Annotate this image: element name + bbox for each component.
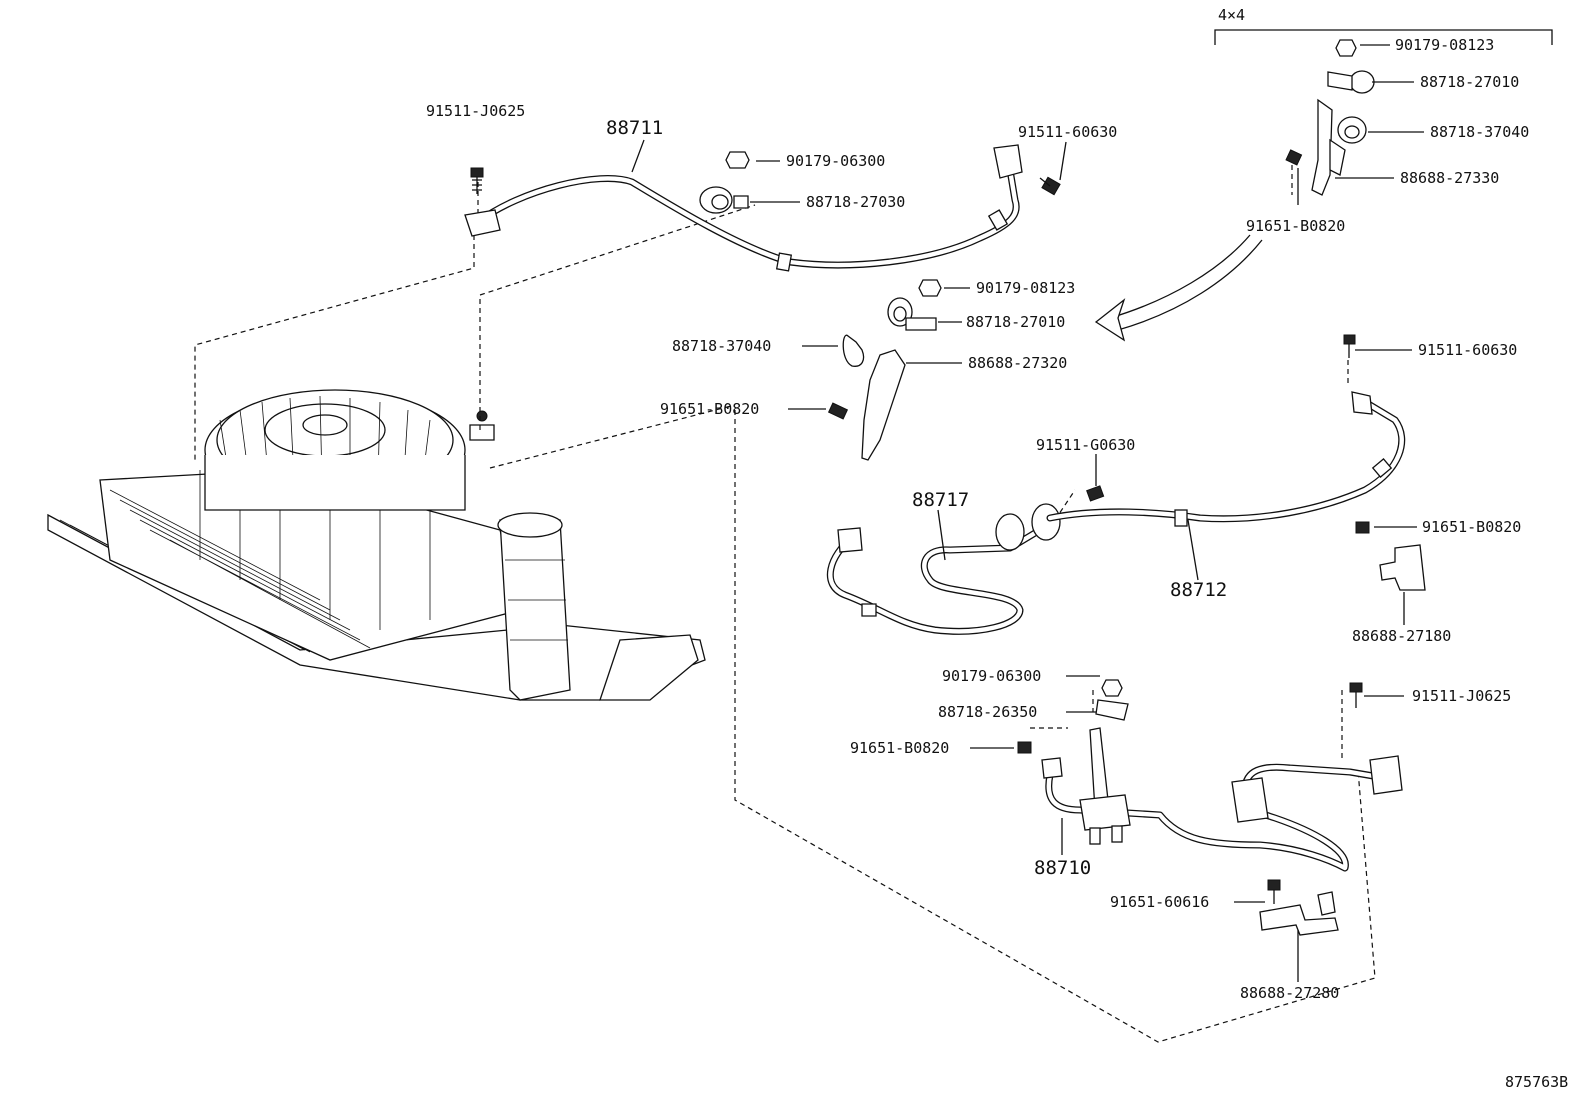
part-label-88717: 88717 bbox=[912, 489, 969, 511]
part-label-91511-G0630: 91511-G0630 bbox=[1036, 436, 1135, 454]
part-label-91651-B0820-upper: 91651-B0820 bbox=[660, 400, 759, 418]
part-label-91511-J0625-lower: 91511-J0625 bbox=[1412, 687, 1511, 705]
pipe-88717 bbox=[826, 503, 1061, 635]
bolt-91511-J0625-lower bbox=[1349, 682, 1363, 708]
part-label-91651-B0820-right: 91651-B0820 bbox=[1422, 518, 1521, 536]
pipe-88710 bbox=[1041, 727, 1403, 872]
part-label-91511-60630-mid: 91511-60630 bbox=[1418, 341, 1517, 359]
part-number-labels: 91511-J0625 88711 90179-06300 88718-2703… bbox=[426, 36, 1529, 1002]
part-label-88718-37040: 88718-37040 bbox=[672, 337, 771, 355]
pipe-88711 bbox=[464, 144, 1023, 272]
part-label-88688-27320: 88688-27320 bbox=[968, 354, 1067, 372]
nut-90179-06300-lower bbox=[1101, 679, 1123, 697]
bracket-88688-27280 bbox=[1259, 879, 1339, 936]
part-label-88710: 88710 bbox=[1034, 857, 1091, 879]
ac-unit-assembly bbox=[47, 389, 706, 701]
part-label-91651-60616: 91651-60616 bbox=[1110, 893, 1209, 911]
part-label-90179-06300-top: 90179-06300 bbox=[786, 152, 885, 170]
four-by-four-group-bracket: 4×4 bbox=[1214, 6, 1553, 45]
bolt-91511-G0630 bbox=[1086, 485, 1105, 502]
bolt-91511-60630-mid bbox=[1343, 334, 1356, 358]
nut-90179-06300-top bbox=[725, 151, 750, 169]
bolt-91511-60630-top bbox=[1039, 176, 1061, 196]
clamp-88718-26350 bbox=[1095, 699, 1129, 721]
part-label-88688-27330: 88688-27330 bbox=[1400, 169, 1499, 187]
part-label-88718-27010: 88718-27010 bbox=[966, 313, 1065, 331]
figure-code: 875763B bbox=[1505, 1073, 1568, 1091]
part-label-88688-27180: 88688-27180 bbox=[1352, 627, 1451, 645]
cushion-88718-27030 bbox=[699, 186, 749, 214]
part-label-91651-B0820-4x4: 91651-B0820 bbox=[1246, 217, 1345, 235]
label-leader-lines bbox=[631, 44, 1424, 982]
part-label-91511-J0625-top: 91511-J0625 bbox=[426, 102, 525, 120]
bolt-91651-B0820-lower bbox=[1017, 741, 1032, 754]
part-label-90179-08123-4x4: 90179-08123 bbox=[1395, 36, 1494, 54]
assembly-leaders bbox=[194, 165, 1376, 1043]
part-label-88712: 88712 bbox=[1170, 579, 1227, 601]
part-label-88688-27280: 88688-27280 bbox=[1240, 984, 1339, 1002]
part-label-88711: 88711 bbox=[606, 117, 663, 139]
part-label-88718-37040-4x4: 88718-37040 bbox=[1430, 123, 1529, 141]
pipe-88712 bbox=[1046, 391, 1406, 527]
callout-arrow bbox=[1094, 234, 1263, 342]
part-label-88718-26350: 88718-26350 bbox=[938, 703, 1037, 721]
part-label-88718-27010-4x4: 88718-27010 bbox=[1420, 73, 1519, 91]
part-label-90179-08123: 90179-08123 bbox=[976, 279, 1075, 297]
bolt-91511-J0625-top bbox=[470, 167, 484, 194]
part-label-90179-06300-lower: 90179-06300 bbox=[942, 667, 1041, 685]
part-label-88718-27030: 88718-27030 bbox=[806, 193, 905, 211]
four-by-four-label: 4×4 bbox=[1218, 6, 1245, 24]
part-label-91511-60630-top: 91511-60630 bbox=[1018, 123, 1117, 141]
four-by-four-parts bbox=[1285, 39, 1375, 196]
center-clamp-group bbox=[827, 279, 942, 461]
bracket-88688-27180 bbox=[1355, 521, 1426, 591]
part-label-91651-B0820-lower: 91651-B0820 bbox=[850, 739, 949, 757]
